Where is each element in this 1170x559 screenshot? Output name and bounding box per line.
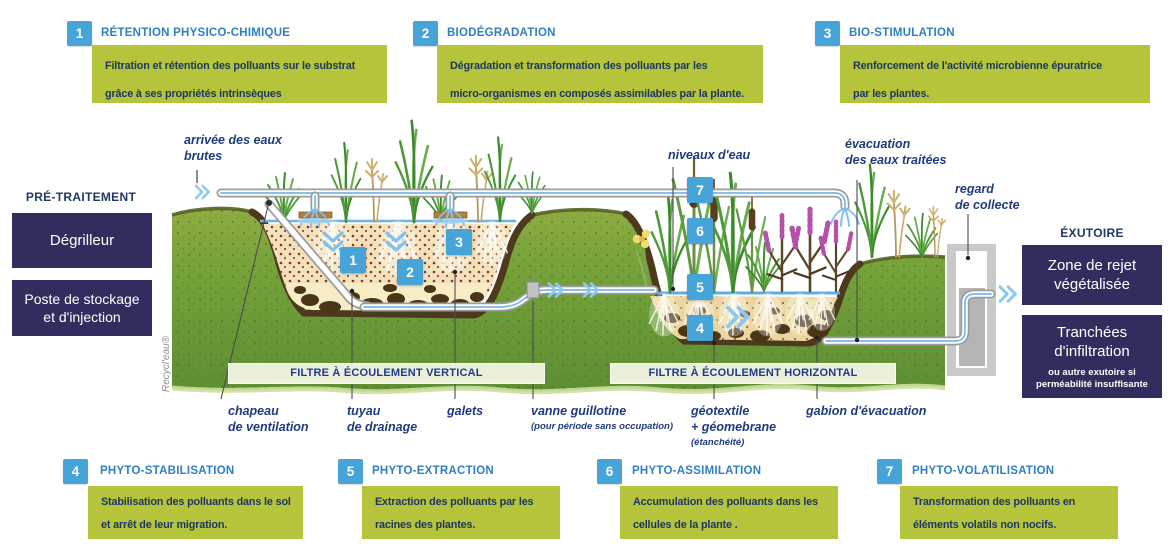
infiltration-trench-title: Tranchées d'infiltration (1054, 323, 1130, 360)
label-evacuation-gabion: gabion d'évacuation (806, 404, 927, 418)
vegetated-discharge-box: Zone de rejet végétalisée (1022, 245, 1162, 305)
process-title: BIODÉGRADATION (447, 27, 556, 39)
degrilleur-box: Dégrilleur (12, 213, 152, 268)
process-title: PHYTO-EXTRACTION (372, 465, 494, 477)
diagram-badge-7: 7 (687, 177, 713, 203)
inflow-chevron-icon (194, 184, 211, 200)
label-collection-chamber: regard de collecte (955, 182, 1020, 212)
process-title: RÉTENTION PHYSICO-CHIMIQUE (101, 27, 291, 39)
process-title: PHYTO-STABILISATION (100, 465, 235, 477)
label-guillotine-valve-note: (pour période sans occupation) (531, 421, 673, 432)
process-title: BIO-STIMULATION (849, 27, 955, 39)
process-number-badge: 5 (338, 459, 363, 484)
process-title: PHYTO-ASSIMILATION (632, 465, 762, 477)
pretreatment-header: PRÉ-TRAITEMENT (25, 190, 137, 204)
process-number-badge: 3 (815, 21, 840, 46)
collection-chamber (947, 244, 996, 376)
label-pebbles: galets (447, 404, 484, 418)
process-description: Filtration et rétention des polluants su… (92, 45, 387, 103)
infiltration-trench-box: Tranchées d'infiltration ou autre exutoi… (1022, 315, 1162, 398)
diagram-badge-6: 6 (687, 218, 713, 244)
label-water-levels: niveaux d'eau (668, 148, 751, 162)
process-description: Accumulation des polluants dans les cell… (620, 486, 838, 539)
process-number-badge: 1 (67, 21, 92, 46)
label-geotextile-note: (étanchéité) (691, 437, 745, 448)
vertical-filter-bar: FILTRE À ÉCOULEMENT VERTICAL (228, 363, 545, 384)
storage-injection-box: Poste de stockage et d'injection (12, 280, 152, 336)
ventilation-cap-dot (266, 200, 272, 206)
infiltration-trench-note: ou autre exutoire si perméabilité insuff… (1036, 366, 1148, 390)
diagram-badge-5: 5 (687, 274, 713, 300)
label-treated-water-outflow: évacuation des eaux traitées (845, 137, 947, 167)
outflow-chevron-icon (998, 285, 1017, 303)
label-guillotine-valve: vanne guillotine (531, 404, 627, 418)
label-raw-water-inflow: arrivée des eaux brutes (184, 133, 282, 163)
outlet-header: ÉXUTOIRE (1060, 226, 1124, 240)
process-title: PHYTO-VOLATILISATION (912, 465, 1055, 477)
pipes (216, 188, 996, 346)
terrain (171, 206, 946, 395)
brand-watermark: Recycl'eau® (161, 336, 172, 392)
diagram-badge-2: 2 (397, 259, 423, 285)
outlet-pipe (821, 289, 996, 346)
process-description: Transformation des polluants en éléments… (900, 486, 1118, 539)
process-number-badge: 6 (597, 459, 622, 484)
water-sprays (297, 207, 860, 228)
process-number-badge: 4 (63, 459, 88, 484)
diagram-badge-3: 3 (446, 229, 472, 255)
process-description: Renforcement de l'activité microbienne é… (840, 45, 1150, 103)
diagram-badge-4: 4 (687, 315, 713, 341)
process-description: Dégradation et transformation des pollua… (437, 45, 763, 103)
process-description: Stabilisation des polluants dans le sol … (88, 486, 303, 539)
label-ventilation-cap: chapeau de ventilation (228, 404, 309, 434)
diagram-badge-1: 1 (340, 247, 366, 273)
process-number-badge: 7 (877, 459, 902, 484)
label-geotextile: géotextile + géomebrane (691, 404, 777, 434)
label-drainage-pipe: tuyau de drainage (347, 404, 418, 434)
guillotine-valve (526, 276, 540, 299)
horizontal-filter-bar: FILTRE À ÉCOULEMENT HORIZONTAL (610, 363, 896, 384)
feed-pipe (216, 188, 850, 213)
process-description: Extraction des polluants par les racines… (362, 486, 560, 539)
process-number-badge: 2 (413, 21, 438, 46)
